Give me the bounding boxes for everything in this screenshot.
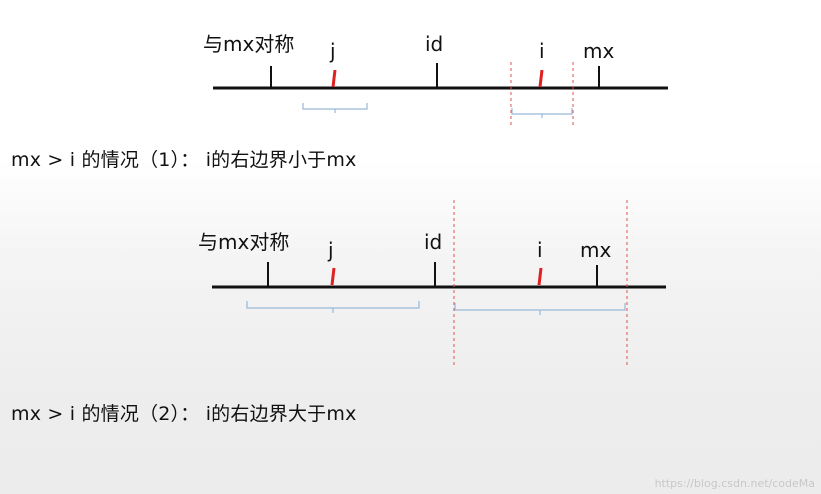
case-1-label-i: i (539, 39, 545, 63)
case-1-label-id: id (425, 32, 443, 56)
caption-case-1: mx > i 的情况（1）： i的右边界小于mx (11, 149, 357, 171)
case-1-label-symmetric: 与mx对称 (203, 32, 294, 56)
case-1-tick-i (538, 69, 544, 88)
case-1-brace-j (302, 103, 368, 113)
case-2-label-mx: mx (580, 238, 611, 262)
case-2-brace-j (246, 301, 420, 313)
case-1-label-mx: mx (583, 39, 614, 63)
watermark: https://blog.csdn.net/codeMa (654, 477, 815, 490)
case-1-tick-j (331, 69, 337, 88)
case-2-label-j: j (327, 238, 334, 262)
case-1-brace-i (511, 108, 573, 118)
case-2-label-symmetric: 与mx对称 (198, 230, 289, 254)
case-1-label-j: j (329, 39, 336, 63)
case-2-label-id: id (424, 230, 442, 254)
case-2-tick-j (330, 267, 336, 286)
case-2-label-i: i (537, 238, 543, 262)
case-2-tick-i (537, 267, 543, 286)
case-2-diagram: 与mx对称 j id i mx (198, 200, 666, 368)
case-2-brace-i (454, 303, 626, 315)
caption-case-2: mx > i 的情况（2）： i的右边界大于mx (11, 403, 357, 425)
case-1-diagram: 与mx对称 j id i mx (203, 32, 668, 126)
